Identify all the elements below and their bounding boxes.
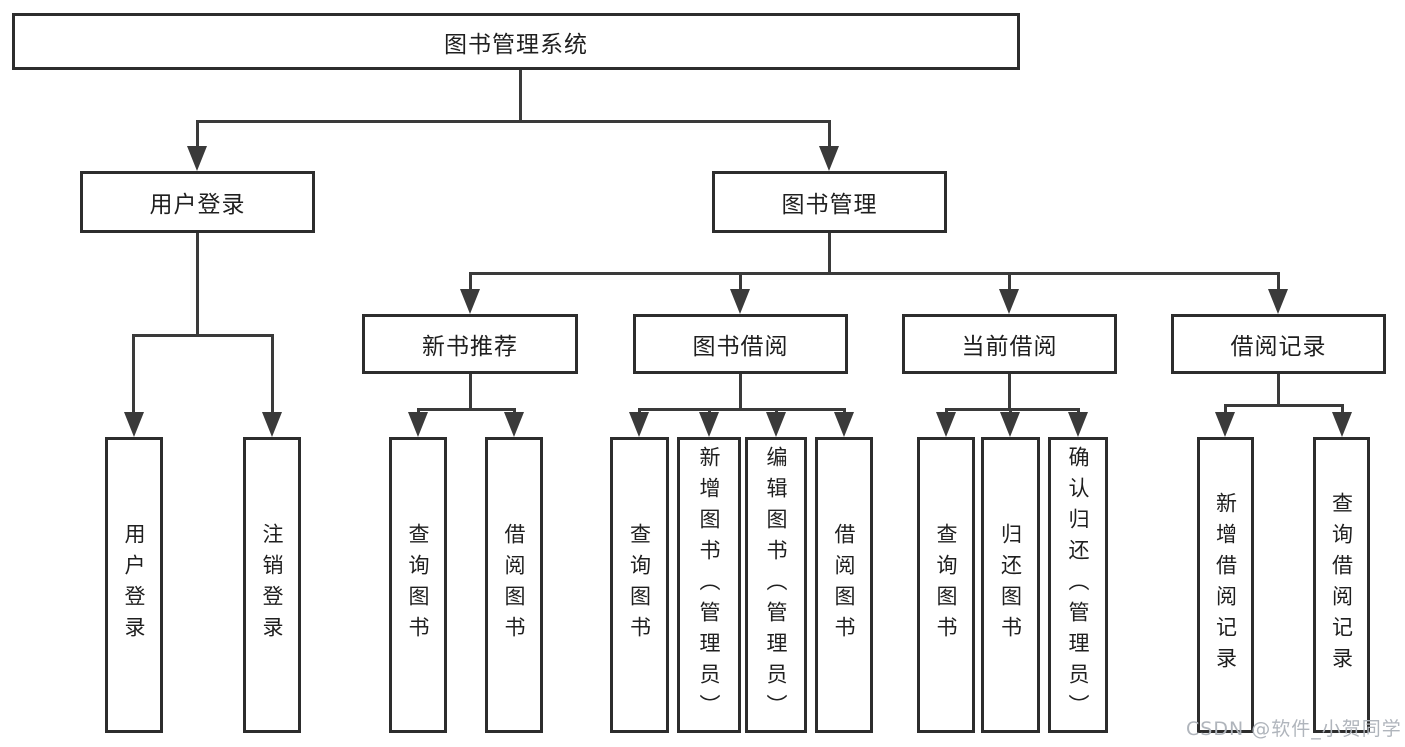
leaf-query-book-current-label: 查询图书: [934, 523, 958, 647]
leaf-query-book-borrow: 查询图书: [610, 437, 669, 733]
leaf-logout-label: 注销登录: [260, 523, 284, 647]
arrowhead-current-borrow: [999, 289, 1019, 314]
arrowhead-leaf-borrow1: [504, 412, 524, 437]
node-book-management-label: 图书管理: [781, 192, 878, 218]
leaf-borrow-book-label: 借阅图书: [832, 523, 856, 647]
leaf-query-book-recommend: 查询图书: [389, 437, 447, 733]
connector-user-login-branch: [132, 334, 274, 337]
node-book-management: 图书管理: [712, 171, 947, 233]
arrowhead-leaf-return: [1000, 412, 1020, 437]
leaf-user-login: 用户登录: [105, 437, 163, 733]
node-new-book-recommend-label: 新书推荐: [422, 334, 518, 360]
leaf-query-borrow-record-label: 查询借阅记录: [1329, 492, 1354, 678]
leaf-confirm-return-admin: 确认归还（管理员）: [1048, 437, 1108, 733]
leaf-query-borrow-record: 查询借阅记录: [1313, 437, 1370, 733]
leaf-borrow-book-recommend: 借阅图书: [485, 437, 543, 733]
connector-leaf-query-record-stem: [1341, 404, 1344, 416]
connector-book-borrow-down: [739, 374, 742, 410]
watermark: CSDN @软件_小贺同学: [1186, 718, 1402, 740]
leaf-edit-book-admin: 编辑图书（管理员）: [745, 437, 807, 733]
leaf-borrow-book: 借阅图书: [815, 437, 873, 733]
leaf-add-book-admin-label: 新增图书（管理员）: [697, 445, 721, 725]
connector-new-book-branch: [417, 408, 516, 411]
connector-leaf-logout-stem: [271, 334, 274, 414]
node-current-borrow: 当前借阅: [902, 314, 1117, 374]
leaf-query-book-recommend-label: 查询图书: [406, 523, 430, 647]
node-root-label: 图书管理系统: [444, 31, 588, 58]
leaf-add-book-admin: 新增图书（管理员）: [677, 437, 741, 733]
connector-current-borrow-down: [1008, 374, 1011, 410]
connector-root-stem: [519, 70, 522, 121]
connector-book-borrow-stem: [739, 272, 742, 292]
arrowhead-leaf-logout: [262, 412, 282, 437]
connector-book-management-stem: [828, 120, 831, 150]
arrowhead-leaf-query3: [936, 412, 956, 437]
leaf-borrow-book-recommend-label: 借阅图书: [502, 523, 526, 647]
node-current-borrow-label: 当前借阅: [961, 334, 1058, 360]
node-user-login: 用户登录: [80, 171, 315, 233]
connector-user-login-down: [196, 233, 199, 336]
connector-new-book-stem: [469, 272, 472, 292]
arrowhead-leaf-add-record: [1215, 412, 1235, 437]
node-borrow-records-label: 借阅记录: [1230, 334, 1327, 360]
connector-user-login-stem: [196, 120, 199, 150]
arrowhead-borrow-records: [1268, 289, 1288, 314]
connector-root-branch: [196, 120, 831, 123]
connector-book-management-branch: [469, 272, 1280, 275]
arrowhead-leaf-user-login: [124, 412, 144, 437]
arrowhead-leaf-query1: [408, 412, 428, 437]
arrowhead-book-borrow: [730, 289, 750, 314]
connector-book-borrow-branch: [638, 408, 846, 411]
arrowhead-leaf-edit-book: [766, 412, 786, 437]
leaf-return-book-label: 归还图书: [998, 523, 1023, 647]
leaf-query-book-borrow-label: 查询图书: [627, 523, 652, 647]
node-borrow-records: 借阅记录: [1171, 314, 1386, 374]
leaf-logout: 注销登录: [243, 437, 301, 733]
node-user-login-label: 用户登录: [149, 192, 246, 218]
arrowhead-leaf-query-record: [1332, 412, 1352, 437]
leaf-edit-book-admin-label: 编辑图书（管理员）: [764, 445, 788, 725]
node-book-borrow: 图书借阅: [633, 314, 848, 374]
connector-borrow-records-branch: [1224, 404, 1343, 407]
arrowhead-leaf-add-book: [699, 412, 719, 437]
arrowhead-leaf-borrow2: [834, 412, 854, 437]
node-new-book-recommend: 新书推荐: [362, 314, 578, 374]
connector-book-management-down: [828, 233, 831, 274]
connector-leaf-user-login-stem: [132, 334, 135, 414]
connector-new-book-down: [469, 374, 472, 410]
connector-borrow-records-stem: [1277, 272, 1280, 292]
leaf-confirm-return-admin-label: 确认归还（管理员）: [1066, 445, 1090, 725]
arrowhead-leaf-confirm-return: [1068, 412, 1088, 437]
connector-leaf-add-record-stem: [1224, 404, 1227, 416]
connector-borrow-records-down: [1277, 374, 1280, 406]
node-book-borrow-label: 图书借阅: [692, 334, 789, 360]
leaf-query-book-current: 查询图书: [917, 437, 975, 733]
leaf-add-borrow-record: 新增借阅记录: [1197, 437, 1254, 733]
leaf-user-login-label: 用户登录: [122, 523, 146, 647]
leaf-add-borrow-record-label: 新增借阅记录: [1213, 492, 1238, 678]
connector-current-borrow-stem: [1008, 272, 1011, 292]
arrowhead-user-login: [187, 146, 207, 171]
leaf-return-book: 归还图书: [981, 437, 1040, 733]
connector-current-borrow-branch: [945, 408, 1079, 411]
node-root: 图书管理系统: [12, 13, 1020, 70]
arrowhead-book-management: [819, 146, 839, 171]
arrowhead-leaf-query2: [629, 412, 649, 437]
arrowhead-new-book-recommend: [460, 289, 480, 314]
